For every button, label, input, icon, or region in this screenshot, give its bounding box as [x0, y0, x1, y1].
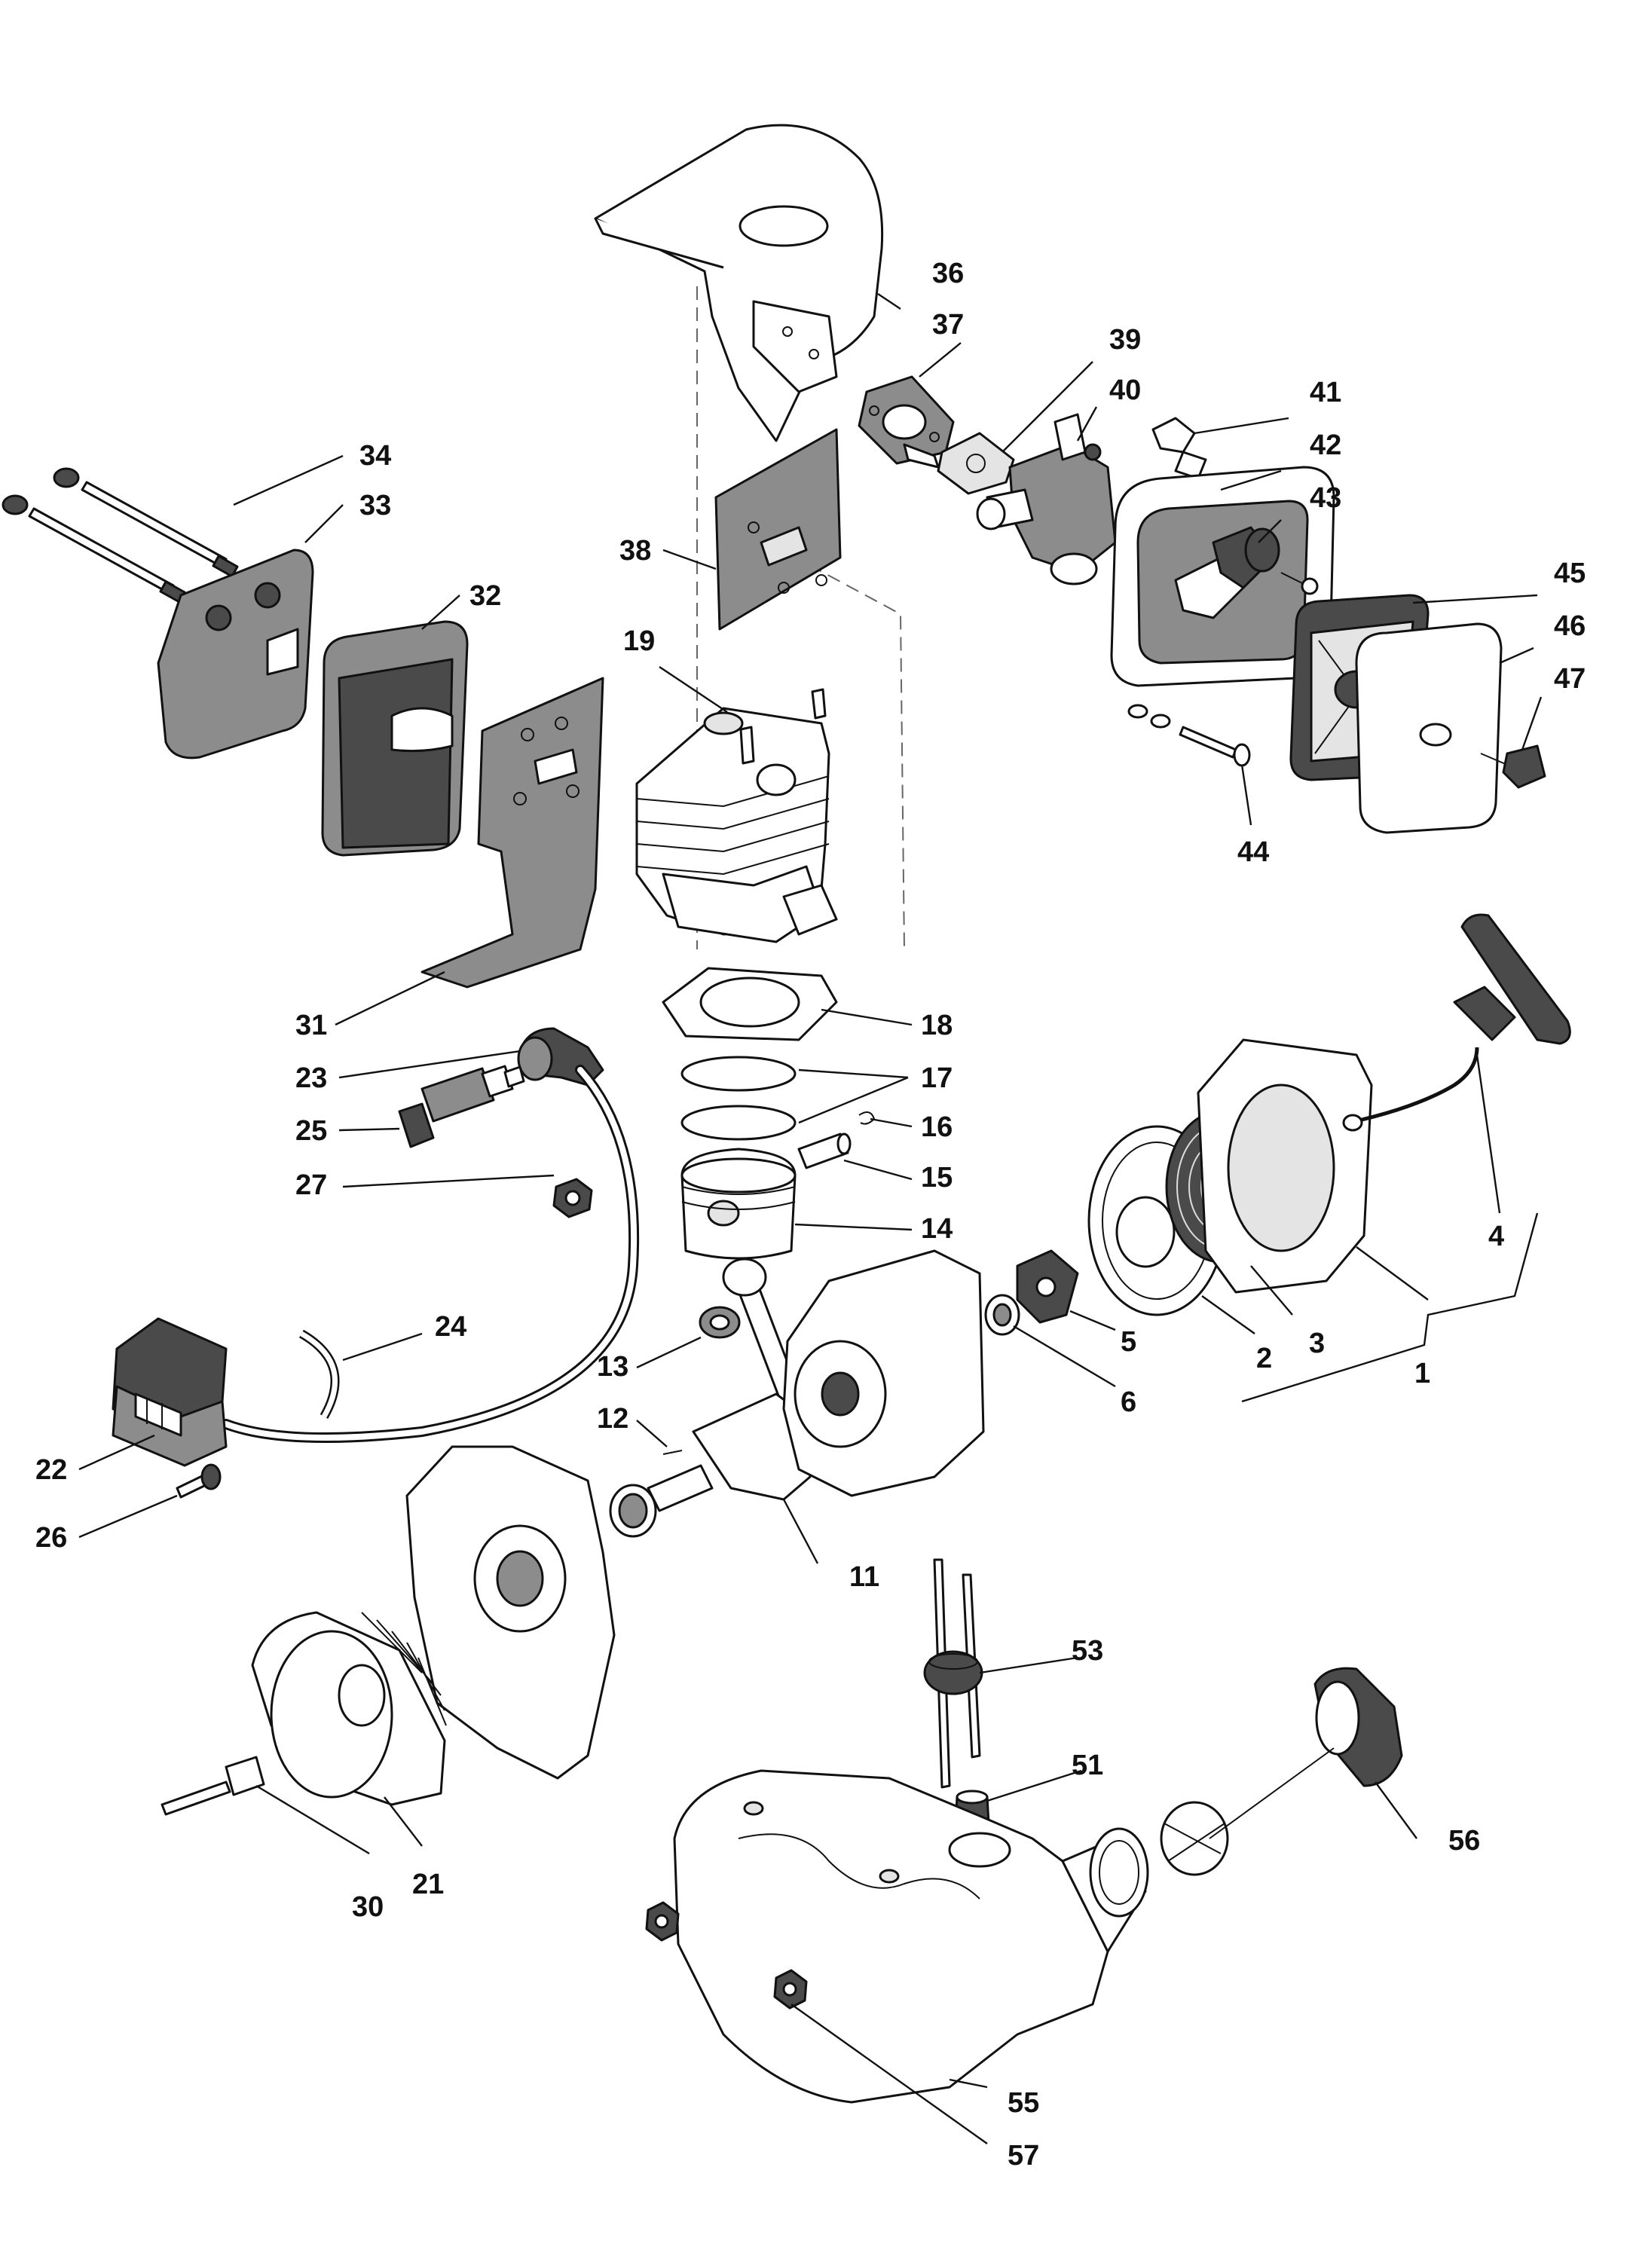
label-34: 34: [359, 440, 391, 472]
label-16: 16: [921, 1111, 953, 1143]
label-56: 56: [1448, 1825, 1480, 1857]
label-36: 36: [932, 258, 964, 289]
label-19: 19: [623, 625, 655, 657]
part-32-muffler: [321, 620, 469, 857]
part-17-piston-rings: [680, 1056, 797, 1141]
part-22-ignition-module: [112, 1317, 228, 1467]
part-39-carburetor-gasket: [937, 432, 1015, 495]
part-crankcase-right: [782, 1249, 985, 1497]
part-57-tank-bushing: [645, 1901, 808, 2010]
label-55: 55: [1008, 2087, 1039, 2119]
part-34-muffler-bolts: [2, 467, 239, 604]
part-56-fuel-cap: [1209, 1667, 1403, 1839]
leader-lines: [78, 293, 1543, 2144]
part-19-cylinder: [635, 688, 838, 943]
label-30: 30: [352, 1891, 384, 1923]
part-14-piston: [680, 1148, 797, 1260]
label-31: 31: [295, 1010, 327, 1041]
label-38: 38: [619, 535, 651, 567]
part-25-spark-plug: [398, 1065, 525, 1148]
label-53: 53: [1072, 1635, 1103, 1667]
part-18-base-gasket: [662, 967, 838, 1041]
part-46-filter-cover: [1355, 622, 1503, 834]
part-16-circlip: [858, 1111, 876, 1125]
label-17: 17: [921, 1062, 953, 1094]
label-27: 27: [295, 1169, 327, 1201]
label-32: 32: [469, 580, 501, 612]
label-18: 18: [921, 1010, 953, 1041]
label-39: 39: [1109, 324, 1141, 356]
part-15-piston-pin: [797, 1132, 852, 1169]
part-13-needle-bearing: [699, 1306, 741, 1339]
label-4: 4: [1488, 1221, 1504, 1252]
label-3: 3: [1309, 1328, 1325, 1359]
label-1: 1: [1414, 1358, 1430, 1389]
label-2: 2: [1256, 1343, 1272, 1374]
label-25: 25: [295, 1115, 327, 1147]
label-44: 44: [1237, 836, 1269, 868]
part-53-fuel-grommet-lines: [923, 1558, 983, 1789]
label-45: 45: [1554, 558, 1586, 589]
label-37: 37: [932, 309, 964, 341]
part-cap-seal: [1160, 1801, 1229, 1876]
label-5: 5: [1121, 1326, 1136, 1358]
label-14: 14: [921, 1213, 953, 1245]
part-36-cylinder-shroud: [594, 124, 884, 442]
part-starter-housing: [1197, 1038, 1373, 1294]
part-44-filter-screw: [1127, 704, 1251, 767]
label-24: 24: [435, 1311, 466, 1343]
label-51: 51: [1072, 1750, 1103, 1781]
label-23: 23: [295, 1062, 327, 1094]
part-38-insulator-gasket: [714, 428, 842, 631]
part-31-heat-shield: [420, 677, 604, 989]
label-21: 21: [412, 1869, 444, 1900]
label-33: 33: [359, 490, 391, 521]
label-12: 12: [597, 1403, 628, 1435]
part-6-bushing: [984, 1294, 1020, 1336]
label-6: 6: [1121, 1386, 1136, 1418]
label-57: 57: [1008, 2140, 1039, 2172]
label-26: 26: [35, 1522, 67, 1554]
label-42: 42: [1310, 429, 1341, 461]
part-21-flywheel: [251, 1611, 447, 1806]
part-24-ignition-lead: [221, 1065, 640, 1443]
part-55-fuel-tank: [673, 1769, 1147, 2104]
part-41-fuel-fitting: [1151, 417, 1207, 480]
part-27-nut: [552, 1178, 593, 1218]
part-26-screw: [176, 1463, 222, 1499]
label-41: 41: [1310, 377, 1341, 408]
label-11: 11: [849, 1561, 879, 1593]
part-40-carburetor: [976, 413, 1117, 585]
label-40: 40: [1109, 374, 1141, 406]
label-46: 46: [1554, 610, 1586, 642]
label-47: 47: [1554, 663, 1586, 695]
part-37-intake-flange: [858, 375, 955, 469]
part-fuel-neck: [1089, 1827, 1149, 1918]
part-5-starter-pawl: [1016, 1249, 1079, 1324]
label-15: 15: [921, 1162, 953, 1194]
part-crankcase-left: [405, 1445, 616, 1780]
part-30-flywheel-nut: [161, 1756, 265, 1816]
label-22: 22: [35, 1454, 67, 1486]
part-4-starter-handle: [1342, 913, 1571, 1132]
part-12-key: [662, 1450, 683, 1455]
part-number-labels: 36 37 39 40 41 42 43 45 46 47 44 34 33 3…: [35, 258, 1586, 2172]
part-main-bearing: [609, 1484, 657, 1538]
label-43: 43: [1310, 482, 1341, 514]
part-33-muffler-cover: [157, 549, 314, 760]
part-screw-small: [1280, 572, 1319, 595]
label-13: 13: [597, 1351, 628, 1383]
part-47-cover-knob: [1480, 744, 1546, 789]
